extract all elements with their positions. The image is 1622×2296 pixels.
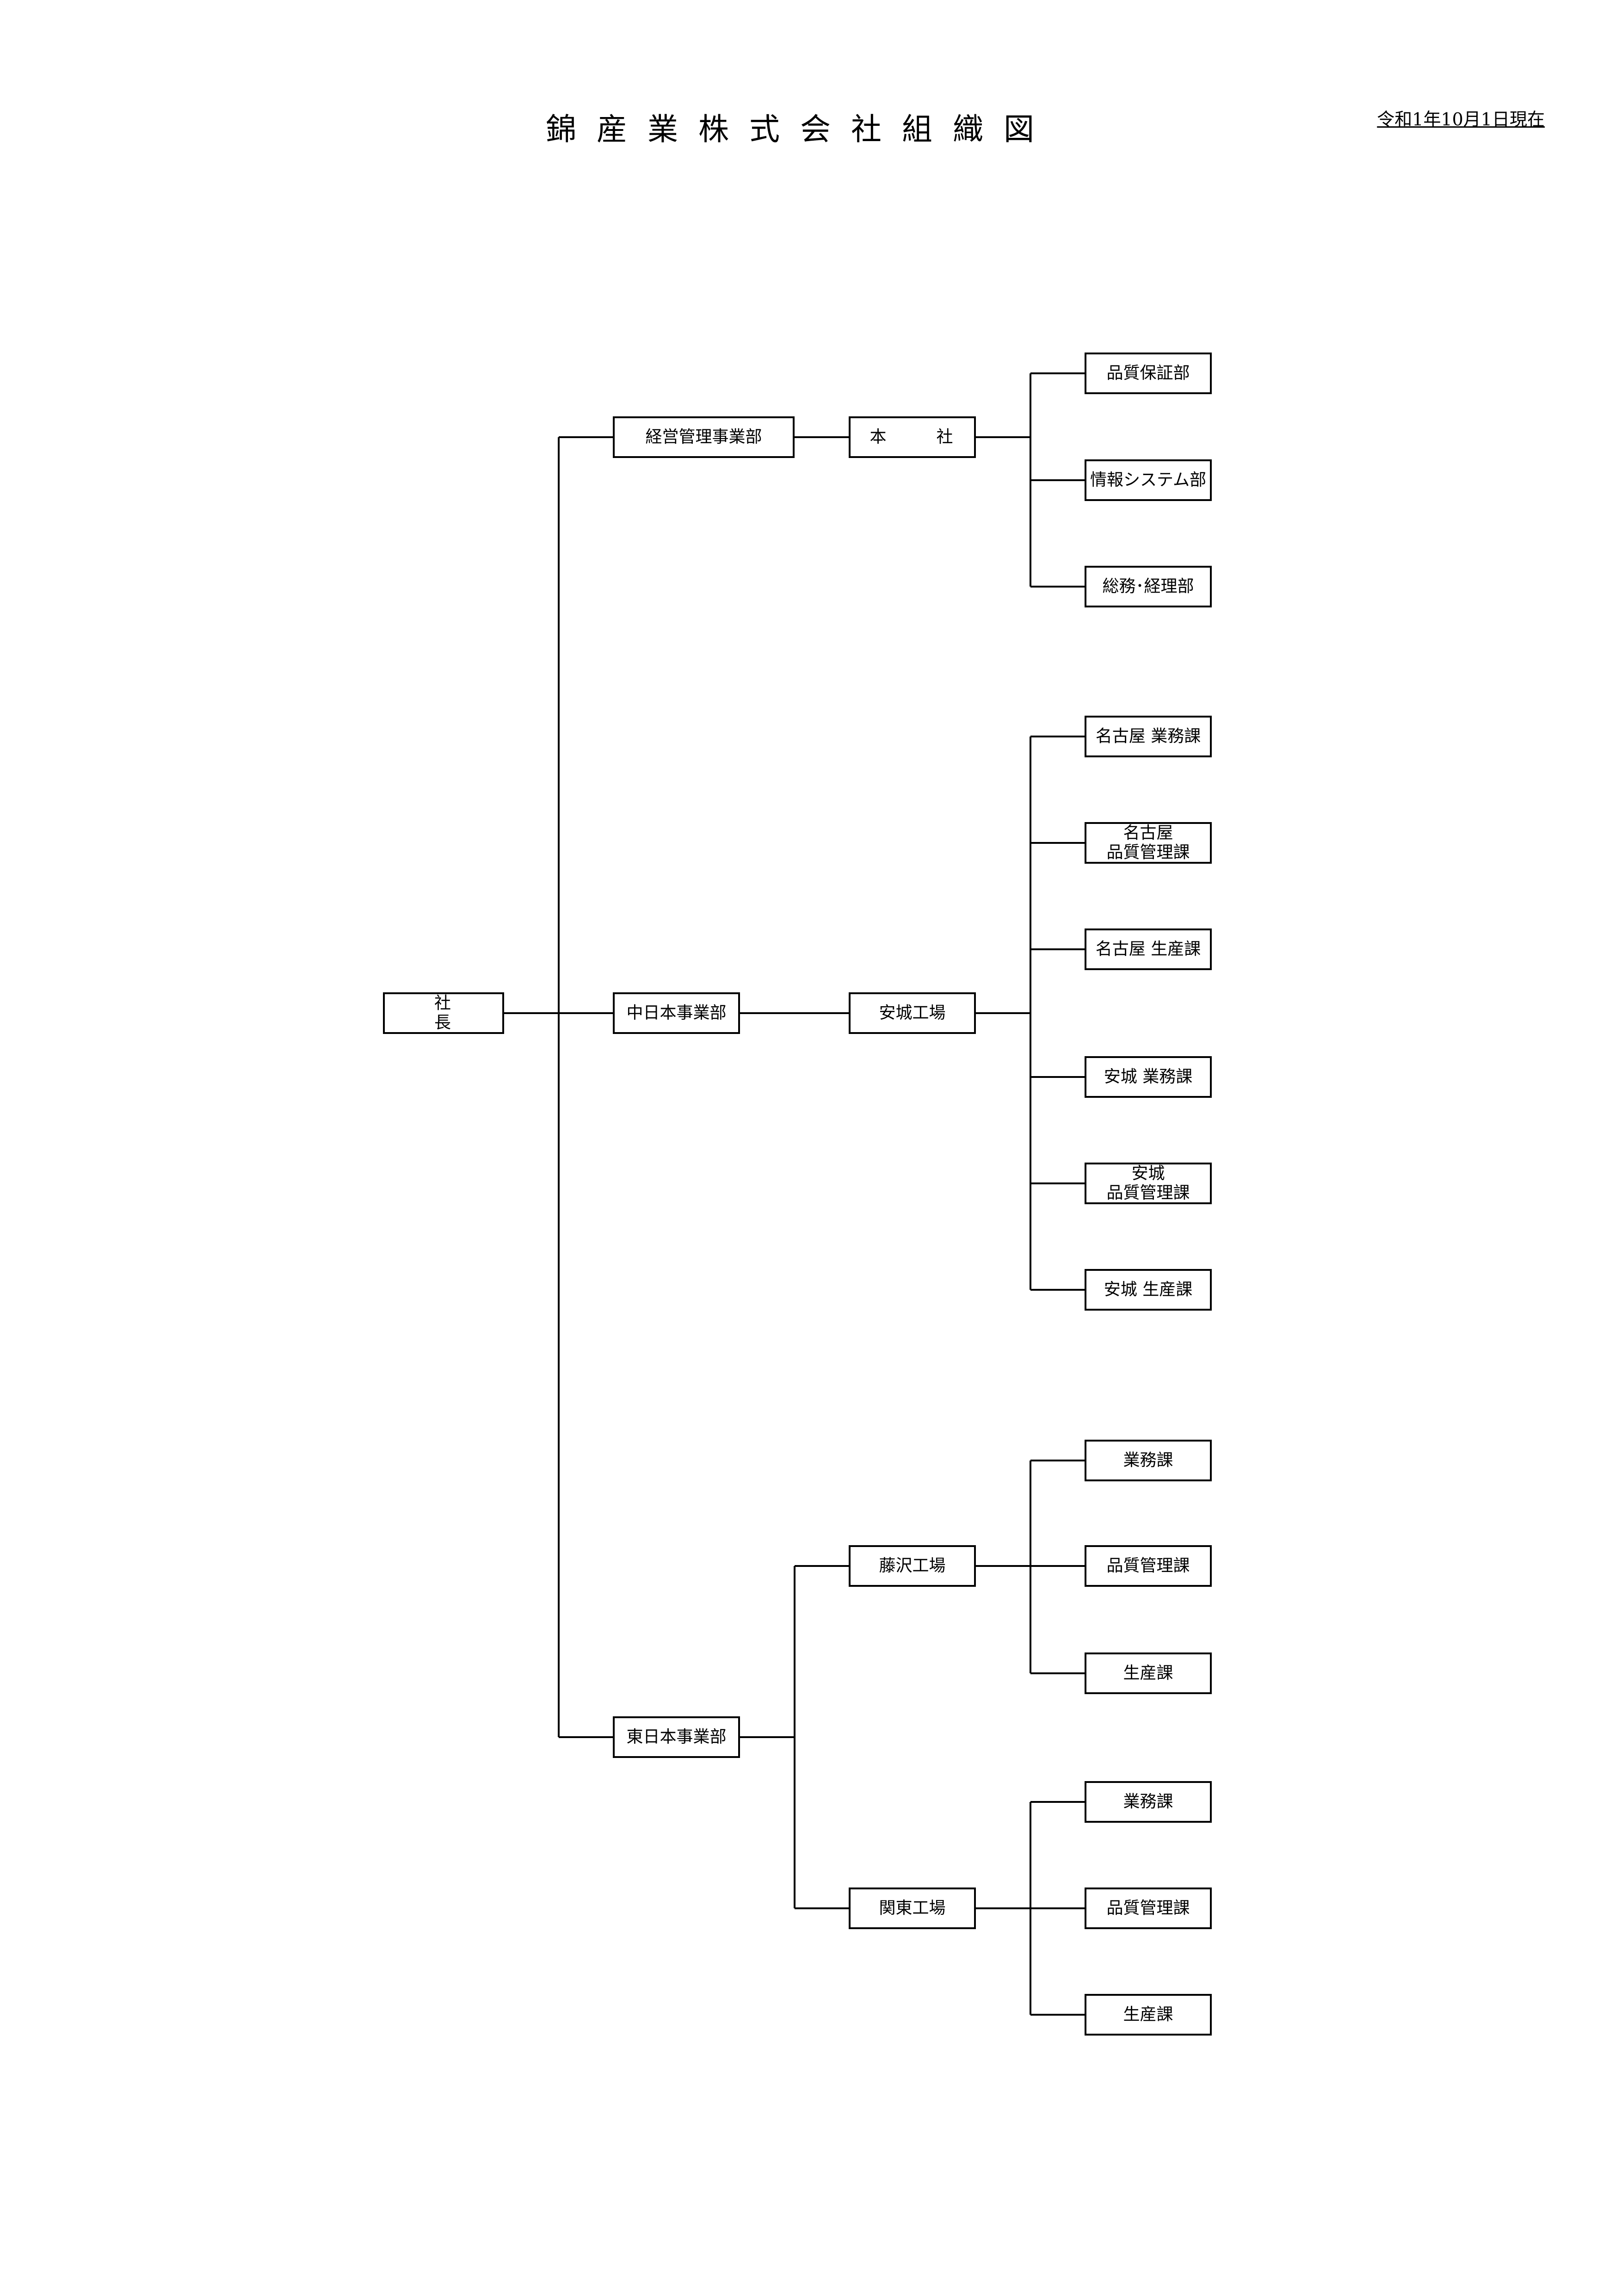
- department-box: 生産課: [1085, 1652, 1212, 1694]
- site-fujisawa-box: 藤沢工場: [849, 1545, 976, 1587]
- division-management-box: 経営管理事業部: [613, 416, 795, 458]
- department-box: 安城 品質管理課: [1085, 1163, 1212, 1204]
- department-box: 情報システム部: [1085, 459, 1212, 501]
- department-box: 名古屋 生産課: [1085, 928, 1212, 970]
- department-box: 品質管理課: [1085, 1545, 1212, 1587]
- site-kanto-box: 関東工場: [849, 1888, 976, 1929]
- department-box: 業務課: [1085, 1781, 1212, 1823]
- department-box: 安城 生産課: [1085, 1269, 1212, 1311]
- department-box: 安城 業務課: [1085, 1056, 1212, 1098]
- as-of-date: 令和1年10月1日現在: [1377, 109, 1545, 130]
- department-box: 業務課: [1085, 1440, 1212, 1481]
- division-central-box: 中日本事業部: [613, 992, 740, 1034]
- department-box: 品質保証部: [1085, 353, 1212, 394]
- president-box: 社 長: [383, 992, 504, 1034]
- department-box: 生産課: [1085, 1994, 1212, 2036]
- page-title: 錦産業株式会社組織図: [546, 111, 1055, 147]
- site-anjo-box: 安城工場: [849, 992, 976, 1034]
- department-box: 名古屋 業務課: [1085, 716, 1212, 757]
- department-box: 品質管理課: [1085, 1888, 1212, 1929]
- department-box: 名古屋 品質管理課: [1085, 822, 1212, 864]
- site-honsha-box: 本 社: [849, 416, 976, 458]
- department-box: 総務･経理部: [1085, 566, 1212, 607]
- division-east-box: 東日本事業部: [613, 1716, 740, 1758]
